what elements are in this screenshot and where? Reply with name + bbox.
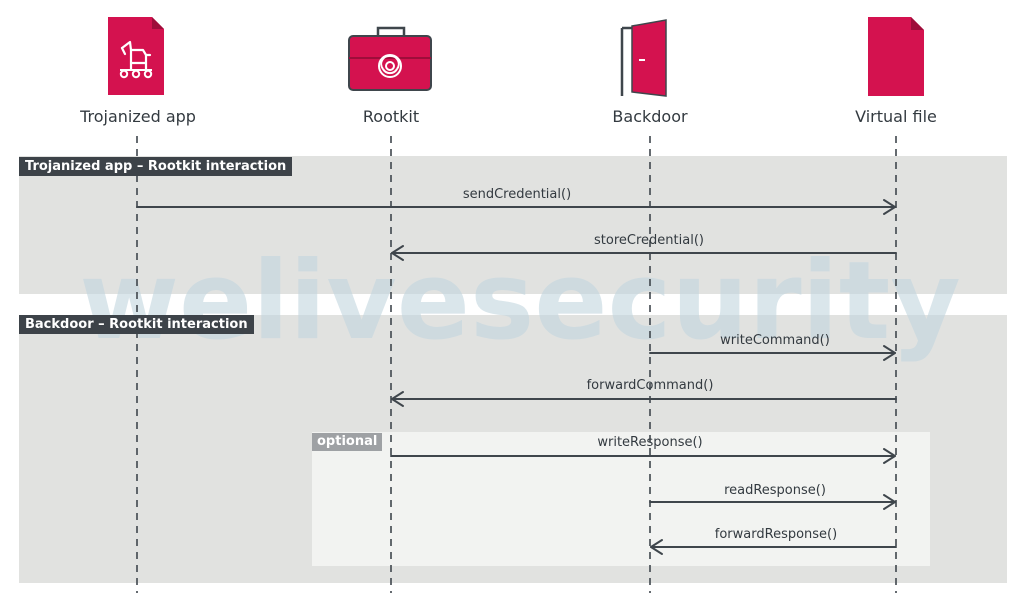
arrowhead-forwardresponse (650, 539, 663, 555)
actor-label-rootkit: Rootkit (362, 107, 420, 126)
file-icon (868, 17, 924, 96)
actor-label-trojanized-app: Trojanized app (80, 107, 196, 126)
arrowhead-storecredential (391, 245, 404, 261)
message-label-readresponse: readResponse() (724, 483, 826, 498)
arrowhead-sendcredential (883, 199, 896, 215)
arrowhead-writecommand (883, 345, 896, 361)
message-label-sendcredential: sendCredential() (462, 187, 572, 202)
section-title-trojanized-rootkit: Trojanized app – Rootkit interaction (19, 157, 293, 176)
open-door-icon (620, 19, 667, 97)
actor-label-virtual-file: Virtual file (855, 107, 937, 126)
message-label-storecredential: storeCredential() (594, 233, 704, 248)
optional-tag: optional (312, 433, 383, 451)
optional-panel (312, 432, 930, 566)
message-label-writeresponse: writeResponse() (597, 435, 703, 450)
message-label-forwardresponse: forwardResponse() (714, 527, 838, 542)
biohazard-toolbox-icon (348, 26, 432, 91)
trojan-horse-document-icon (108, 17, 164, 95)
arrowhead-forwardcommand (391, 391, 404, 407)
section-panel-trojanized-rootkit (19, 156, 1007, 294)
arrowhead-readresponse (883, 494, 896, 510)
message-label-forwardcommand: forwardCommand() (586, 378, 714, 393)
section-title-backdoor-rootkit: Backdoor – Rootkit interaction (19, 315, 254, 334)
message-label-writecommand: writeCommand() (720, 333, 830, 348)
actor-label-backdoor: Backdoor (612, 107, 688, 126)
arrowhead-writeresponse (883, 448, 896, 464)
watermark: welivesecurity (79, 239, 960, 364)
